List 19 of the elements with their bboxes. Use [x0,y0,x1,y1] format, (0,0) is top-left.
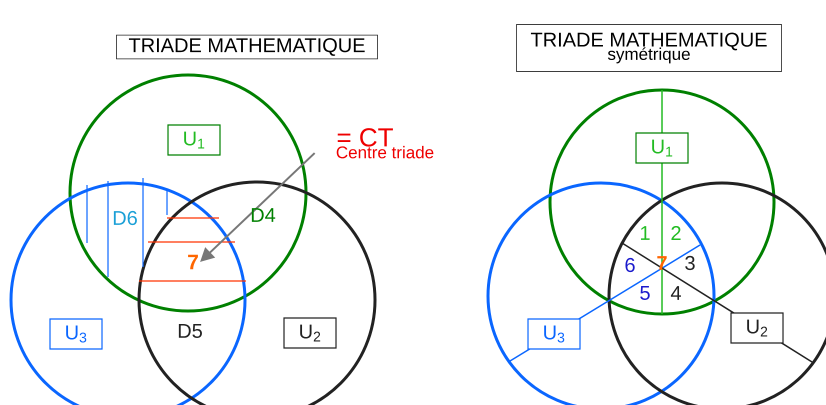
region-label: D5 [178,324,202,338]
callout-text: = CT Centre triade [336,128,434,158]
title-box: TRIADE MATHEMATIQUE [116,34,378,60]
set-label-box: U$_{3}$ [527,318,581,350]
set-label-box: U$_{2}$ [283,317,337,349]
region-label: 3 [685,256,695,270]
region-label: D6 [114,210,137,226]
set-label-box: U$_{1}$ [635,132,689,164]
region-label: 1 [640,226,650,240]
title-box: TRIADE MATHEMATIQUE symétrique [516,24,782,72]
center-label: 7 [188,254,198,270]
set-label-box: U$_{1}$ [167,124,221,156]
region-label: 4 [670,286,681,300]
set-label-box: U$_{2}$ [730,312,784,344]
set-label-box: U$_{3}$ [49,318,103,350]
region-label: 6 [625,258,635,272]
region-label: D4 [252,208,276,222]
region-label: 5 [640,286,650,300]
region-label: 2 [671,226,681,240]
